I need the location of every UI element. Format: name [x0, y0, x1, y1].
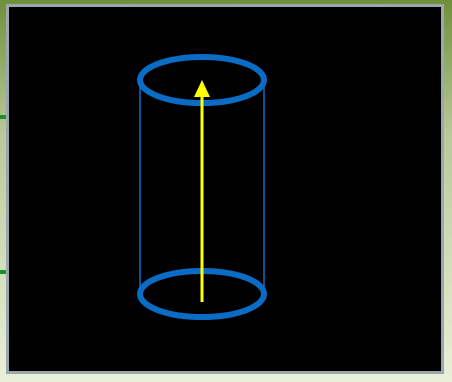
vertical-arrow-head — [194, 80, 210, 97]
